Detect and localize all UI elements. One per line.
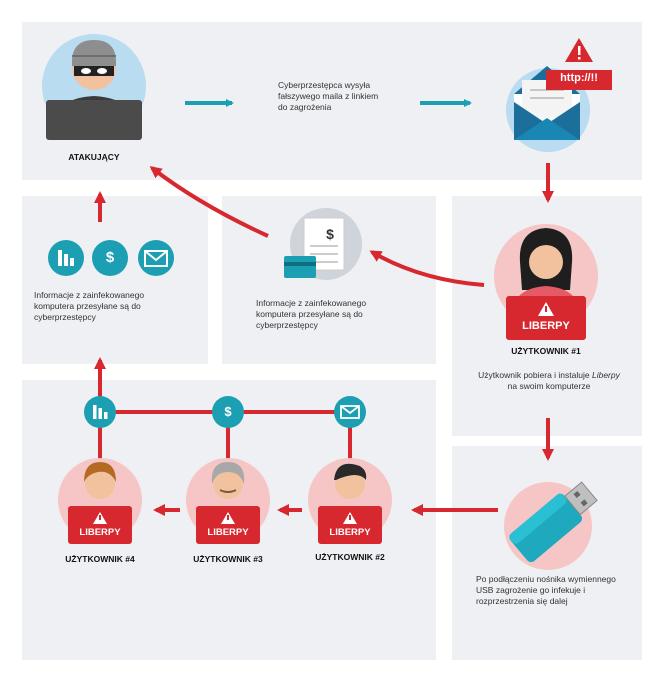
install-post: na swoim komputerze (507, 381, 591, 391)
info-left-text: Informacje z zainfekowanego komputera pr… (34, 290, 145, 322)
network-chart-icon (84, 396, 116, 428)
http-badge-text: http://!! (560, 72, 598, 84)
usb-step-text: Po podłączeniu nośnika wymiennego USB za… (476, 574, 616, 606)
attacker-label: ATAKUJĄCY (68, 152, 120, 162)
warning-triangle-icon (565, 38, 593, 62)
arrow-user1-to-mid (369, 250, 485, 287)
attacker-illustration (42, 34, 146, 140)
panel-info-left (22, 196, 208, 364)
install-text: Użytkownik pobiera i instaluje Liberpy n… (474, 370, 624, 392)
document-card-illustration (284, 208, 362, 280)
http-badge (546, 70, 612, 90)
mail-icon (138, 240, 174, 276)
dollar-icon (92, 240, 128, 276)
info-mid-text: Informacje z zainfekowanego komputera pr… (256, 298, 367, 330)
user3-illustration (186, 458, 270, 544)
user2-illustration (308, 458, 392, 544)
laptop-warning-marks (99, 306, 547, 520)
user1-label: UŻYTKOWNIK #1 (511, 346, 581, 356)
email-step-text: Cyberprzestępca wysyła fałszywego maila … (278, 80, 379, 112)
network-dollar-glyph: $ (224, 404, 232, 419)
chart-icon (48, 240, 84, 276)
install-pre: Użytkownik pobiera i instaluje (478, 370, 590, 380)
install-malware: Liberpy (591, 370, 620, 380)
user1-illustration (494, 224, 598, 340)
arrow-mid-to-attacker (149, 166, 269, 238)
user1-laptop-label: LIBERPY (522, 320, 570, 332)
user2-laptop-label: LIBERPY (329, 527, 371, 538)
network-mail-icon (334, 396, 366, 428)
user2-label: UŻYTKOWNIK #2 (315, 552, 385, 562)
dollar-icon-glyph: $ (105, 249, 115, 266)
user3-label: UŻYTKOWNIK #3 (193, 554, 263, 564)
user4-illustration (58, 458, 142, 544)
document-dollar-glyph: $ (326, 226, 334, 242)
user4-label: UŻYTKOWNIK #4 (65, 554, 135, 564)
user3-laptop-label: LIBERPY (207, 527, 249, 538)
network-dollar-icon (212, 396, 244, 428)
user4-laptop-label: LIBERPY (79, 527, 121, 538)
usb-stick-illustration (504, 481, 598, 570)
